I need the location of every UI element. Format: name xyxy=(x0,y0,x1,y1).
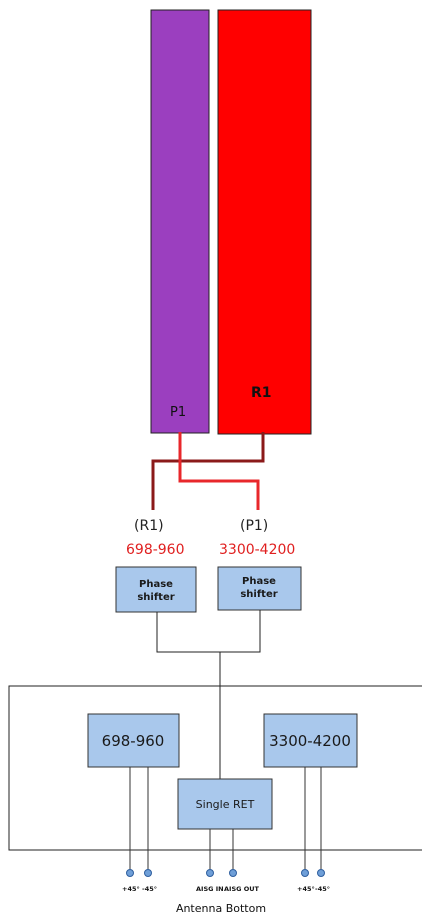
p1-column xyxy=(150,9,210,434)
high-minus45-label: -45° xyxy=(315,885,330,893)
phase-shifter-right-line2: shifter xyxy=(240,589,277,600)
r1-column xyxy=(217,9,312,435)
phase-shifter-left xyxy=(115,566,197,613)
p1-feed-tag: (P1) xyxy=(240,518,268,534)
single-ret-label: Single RET xyxy=(196,798,255,811)
aisg-out-label: AISG OUT xyxy=(224,885,260,893)
phase-shifter-control-line xyxy=(156,610,261,653)
low-band-module xyxy=(87,713,180,768)
phase-shifter-left-line1: Phase xyxy=(139,579,173,590)
antenna-bottom-label: Antenna Bottom xyxy=(176,902,266,915)
low-plus45-label: +45° xyxy=(122,885,140,893)
p1-feed-cable xyxy=(178,432,260,510)
aisg-in-label: AISG IN xyxy=(196,885,224,893)
connector-ports xyxy=(126,869,325,877)
high-plus45-port xyxy=(301,869,309,877)
connector-leads xyxy=(129,767,322,870)
low-band-module-label: 698-960 xyxy=(102,732,165,750)
phase-shifter-right-line1: Phase xyxy=(242,576,276,587)
high-band-module xyxy=(263,713,358,768)
high-plus45-label: +45° xyxy=(297,885,315,893)
r1-feed-cable xyxy=(151,432,265,510)
phase-shifter-right xyxy=(217,566,302,611)
r1-feed-tag: (R1) xyxy=(134,518,164,534)
r1-frequency-label: 698-960 xyxy=(126,542,185,558)
low-plus45-port xyxy=(126,869,134,877)
aisg-in-port xyxy=(206,869,214,877)
p1-column-label: P1 xyxy=(170,405,186,420)
p1-frequency-label: 3300-4200 xyxy=(219,542,295,558)
low-minus45-label: -45° xyxy=(142,885,157,893)
single-ret-module xyxy=(177,778,273,830)
r1-column-label: R1 xyxy=(251,385,272,401)
aisg-out-port xyxy=(229,869,237,877)
antenna-enclosure xyxy=(8,685,422,851)
high-band-module-label: 3300-4200 xyxy=(269,732,351,750)
high-minus45-port xyxy=(317,869,325,877)
low-minus45-port xyxy=(144,869,152,877)
phase-shifter-left-line2: shifter xyxy=(137,592,174,603)
